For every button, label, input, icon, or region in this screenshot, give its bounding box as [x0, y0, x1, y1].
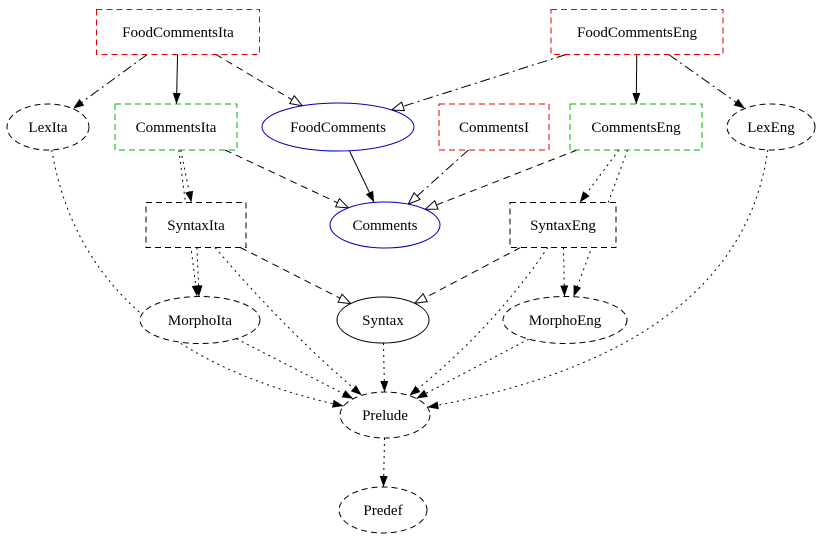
node-label: FoodCommentsEng: [577, 25, 698, 41]
edge-FoodCommentsIta-CommentsIta: [172, 54, 181, 105]
edge-Syntax-Prelude: [380, 342, 389, 393]
edge-FoodCommentsEng-FoodComments: [390, 54, 567, 112]
node-label: Syntax: [362, 313, 404, 329]
edge-CommentsEng-Comments: [423, 149, 578, 210]
edge-SyntaxEng-Syntax: [413, 247, 521, 304]
edge-CommentsIta-SyntaxIta: [180, 149, 194, 203]
node-LexEng: LexEng: [726, 103, 816, 151]
edge-MorphoIta-Prelude: [236, 338, 354, 400]
node-box: [145, 202, 247, 248]
node-ellipse: [139, 296, 261, 344]
edge-SyntaxIta-MorphoIta: [194, 247, 203, 297]
node-CommentsEng: CommentsEng: [569, 103, 703, 151]
edge-FoodCommentsEng-LexEng: [668, 54, 746, 109]
node-Comments: Comments: [329, 201, 441, 249]
node-box: [550, 9, 724, 55]
node-MorphoIta: MorphoIta: [139, 296, 261, 344]
node-ellipse: [336, 296, 430, 344]
node-label: FoodCommentsIta: [122, 25, 234, 41]
node-box: [96, 9, 260, 55]
node-ellipse: [261, 102, 415, 152]
edge-CommentsEng-SyntaxEng: [579, 149, 620, 203]
edge-CommentsI-Comments: [407, 149, 469, 206]
edge-Prelude-Predef: [379, 437, 388, 488]
node-label: LexEng: [747, 120, 795, 136]
edge-LexEng-Prelude: [427, 149, 769, 410]
edge-FoodCommentsEng-CommentsEng: [632, 54, 641, 105]
node-ellipse: [339, 391, 431, 439]
node-label: FoodComments: [290, 120, 386, 136]
node-label: CommentsIta: [136, 120, 217, 136]
node-box: [569, 103, 703, 151]
node-label: MorphoEng: [529, 313, 602, 329]
edge-CommentsIta-Comments: [224, 149, 350, 209]
node-Syntax: Syntax: [336, 296, 430, 344]
node-ellipse: [726, 103, 816, 151]
node-FoodCommentsIta: FoodCommentsIta: [96, 9, 260, 55]
node-FoodCommentsEng: FoodCommentsEng: [550, 9, 724, 55]
node-FoodComments: FoodComments: [261, 102, 415, 152]
node-label: LexIta: [28, 120, 67, 136]
node-ellipse: [6, 103, 90, 151]
node-ellipse: [329, 201, 441, 249]
edge-MorphoEng-Prelude: [416, 338, 530, 399]
node-ellipse: [338, 486, 428, 534]
node-SyntaxEng: SyntaxEng: [509, 202, 617, 248]
node-CommentsIta: CommentsIta: [114, 103, 238, 151]
node-label: MorphoIta: [168, 313, 232, 329]
node-Prelude: Prelude: [339, 391, 431, 439]
node-label: Comments: [352, 218, 417, 234]
node-box: [438, 103, 550, 151]
node-ellipse: [502, 296, 628, 344]
node-CommentsI: CommentsI: [438, 103, 550, 151]
edge-SyntaxEng-Prelude: [409, 247, 549, 397]
edge-FoodCommentsIta-LexIta: [72, 54, 148, 110]
edge-SyntaxIta-Syntax: [240, 247, 353, 305]
node-Predef: Predef: [338, 486, 428, 534]
node-label: CommentsEng: [591, 120, 681, 136]
node-label: Predef: [363, 503, 402, 519]
node-label: Prelude: [362, 408, 408, 424]
node-box: [114, 103, 238, 151]
edge-FoodComments-Comments: [348, 150, 375, 203]
node-label: SyntaxEng: [530, 218, 596, 234]
node-label: SyntaxIta: [167, 218, 225, 234]
node-box: [509, 202, 617, 248]
node-label: CommentsI: [459, 120, 529, 136]
edge-FoodCommentsIta-FoodComments: [215, 54, 304, 107]
edge-SyntaxEng-MorphoEng: [560, 247, 569, 297]
node-MorphoEng: MorphoEng: [502, 296, 628, 344]
node-SyntaxIta: SyntaxIta: [145, 202, 247, 248]
edge-layer: [51, 54, 769, 488]
node-LexIta: LexIta: [6, 103, 90, 151]
